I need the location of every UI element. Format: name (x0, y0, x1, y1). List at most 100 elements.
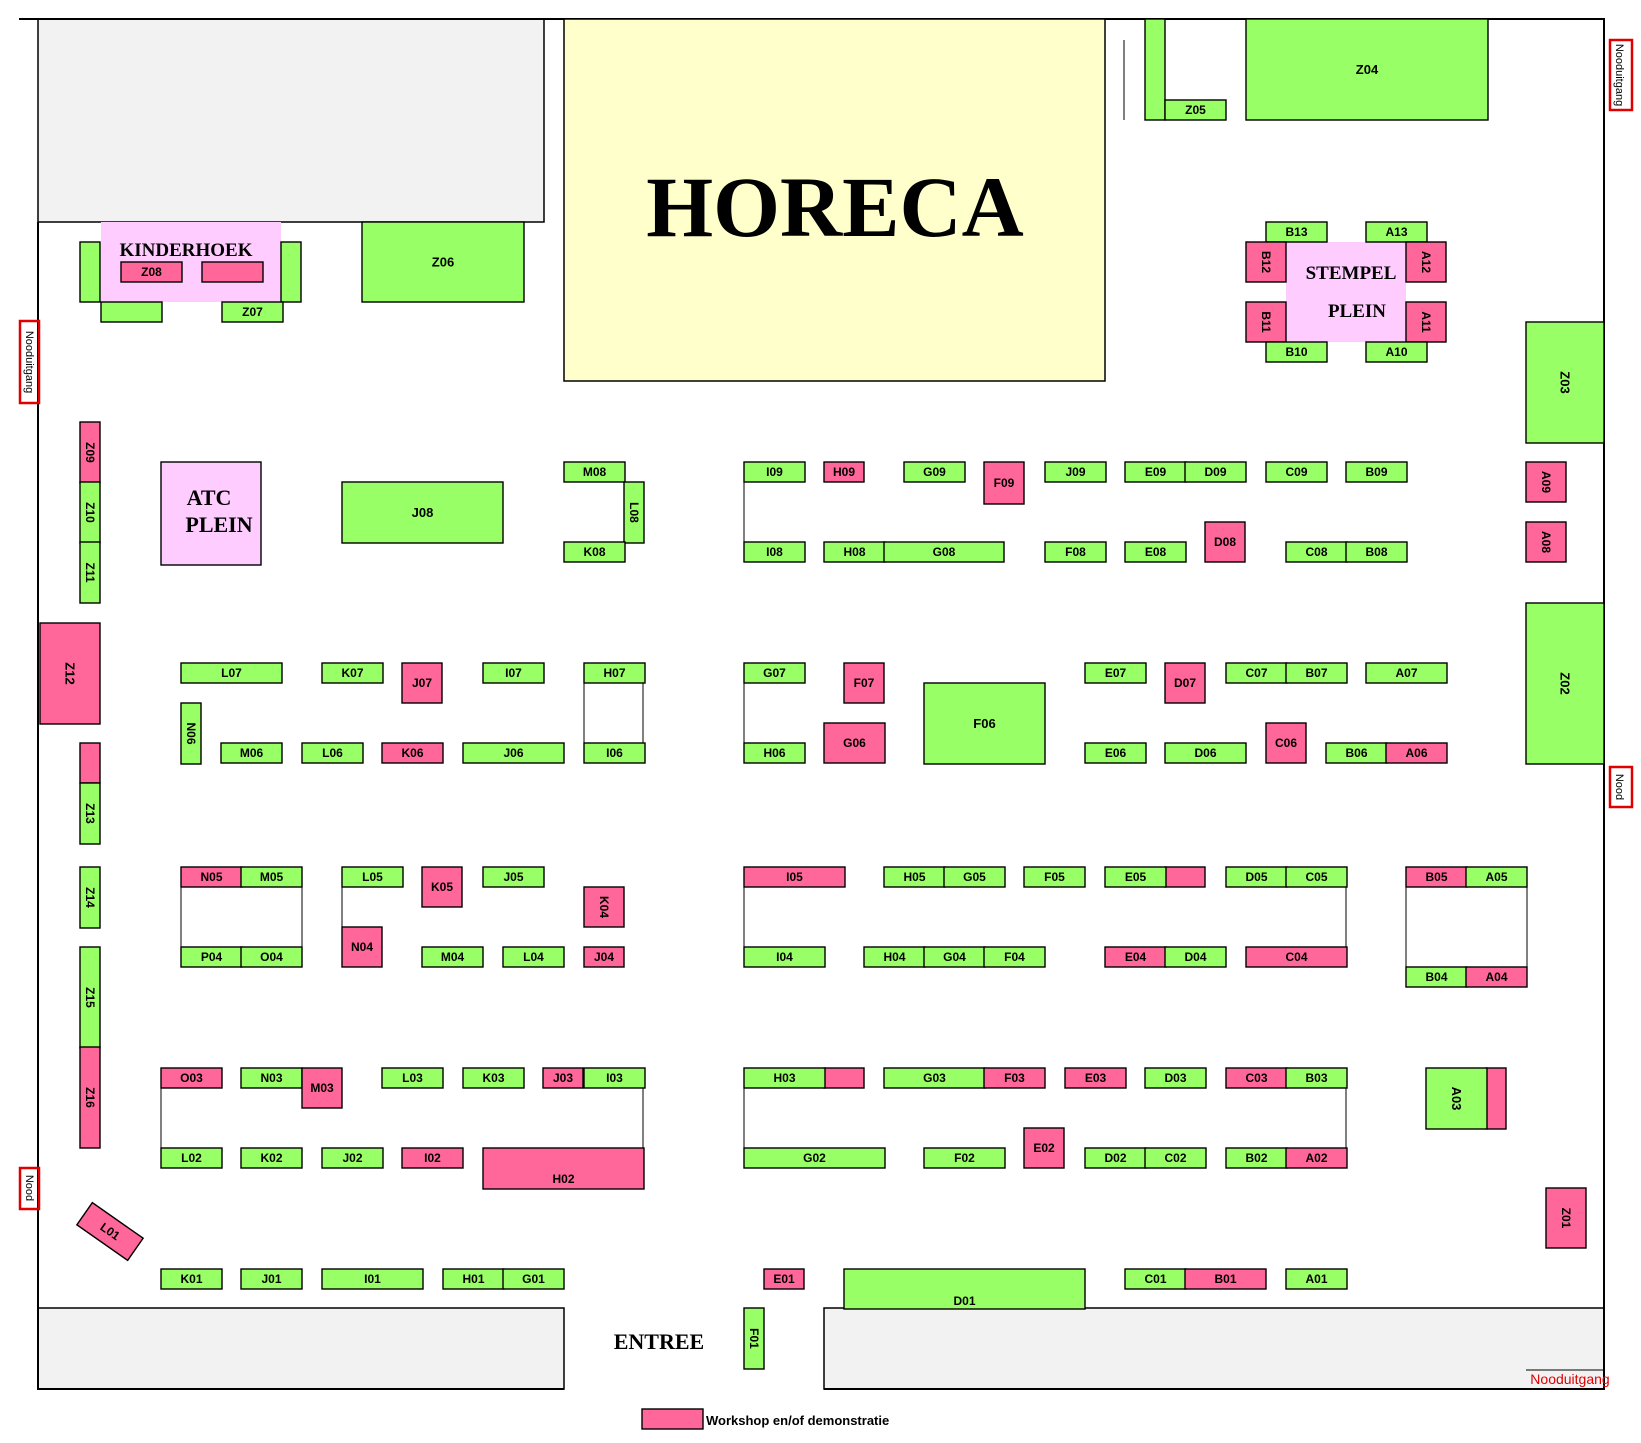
booth-j02[interactable]: J02 (321, 1147, 384, 1169)
booth-k01[interactable]: K01 (160, 1268, 223, 1290)
booth-f04[interactable]: F04 (983, 946, 1046, 968)
booth-j09[interactable]: J09 (1044, 461, 1107, 483)
booth-f06[interactable]: F06 (923, 682, 1046, 765)
booth-c05[interactable]: C05 (1285, 866, 1348, 888)
booth-l06[interactable]: L06 (301, 742, 364, 764)
booth-k03[interactable]: K03 (462, 1067, 525, 1089)
booth-c06[interactable]: C06 (1265, 722, 1307, 764)
booth-j05[interactable]: J05 (482, 866, 545, 888)
booth-z06[interactable]: Z06 (361, 221, 525, 303)
booth-k07[interactable]: K07 (321, 662, 384, 684)
booth-a06[interactable]: A06 (1385, 742, 1448, 764)
booth-m06[interactable]: M06 (220, 742, 283, 764)
booth-e06[interactable]: E06 (1084, 742, 1147, 764)
booth-c08[interactable]: C08 (1285, 541, 1348, 563)
booth-k04[interactable]: K04 (583, 886, 625, 928)
booth-n04[interactable]: N04 (341, 926, 383, 968)
booth-g03[interactable]: G03 (883, 1067, 986, 1089)
booth-k05[interactable]: K05 (421, 866, 463, 908)
booth-z02[interactable]: Z02 (1525, 602, 1605, 765)
booth-d03[interactable]: D03 (1144, 1067, 1207, 1089)
booth-i05[interactable]: I05 (743, 866, 846, 888)
booth-i01[interactable]: I01 (321, 1268, 424, 1290)
booth-d08[interactable]: D08 (1204, 521, 1246, 563)
a03-workshop-extension[interactable] (1485, 1067, 1507, 1130)
booth-e01[interactable]: E01 (763, 1268, 805, 1290)
booth-c03[interactable]: C03 (1225, 1067, 1288, 1089)
booth-b11[interactable]: B11 (1245, 301, 1287, 343)
booth-z09[interactable]: Z09 (79, 421, 101, 484)
booth-b01[interactable]: B01 (1184, 1268, 1267, 1290)
booth-z07[interactable]: Z07 (221, 301, 284, 323)
booth-d09[interactable]: D09 (1184, 461, 1247, 483)
booth-g02[interactable]: G02 (743, 1147, 886, 1169)
booth-f08[interactable]: F08 (1044, 541, 1107, 563)
emergency-exit-right-middle[interactable]: Nood (1608, 765, 1634, 809)
e05-workshop-extension[interactable] (1164, 866, 1206, 888)
booth-i06[interactable]: I06 (583, 742, 646, 764)
booth-k02[interactable]: K02 (240, 1147, 303, 1169)
booth-e09[interactable]: E09 (1124, 461, 1187, 483)
booth-i07[interactable]: I07 (482, 662, 545, 684)
booth-g05[interactable]: G05 (943, 866, 1006, 888)
booth-n05[interactable]: N05 (180, 866, 243, 888)
booth-i09[interactable]: I09 (743, 461, 806, 483)
booth-e07[interactable]: E07 (1084, 662, 1147, 684)
booth-j08[interactable]: J08 (341, 481, 504, 544)
booth-l01[interactable]: L01 (75, 1201, 145, 1262)
booth-a09[interactable]: A09 (1525, 461, 1567, 503)
emergency-exit-bottom-right[interactable]: Nooduitgang (1530, 1371, 1609, 1387)
booth-b06[interactable]: B06 (1325, 742, 1388, 764)
booth-j03[interactable]: J03 (542, 1067, 584, 1089)
booth-g08[interactable]: G08 (883, 541, 1005, 563)
booth-z10[interactable]: Z10 (79, 481, 101, 544)
booth-h02[interactable]: H02 (482, 1147, 645, 1190)
booth-d06[interactable]: D06 (1164, 742, 1247, 764)
booth-f03[interactable]: F03 (983, 1067, 1046, 1089)
booth-m03[interactable]: M03 (301, 1067, 343, 1109)
booth-i03[interactable]: I03 (583, 1067, 646, 1089)
booth-z08[interactable]: Z08 (120, 261, 183, 283)
booth-j01[interactable]: J01 (240, 1268, 303, 1290)
z05-stand-vertical[interactable] (1144, 18, 1166, 121)
booth-h05[interactable]: H05 (883, 866, 946, 888)
booth-e02[interactable]: E02 (1023, 1127, 1065, 1169)
booth-j07[interactable]: J07 (401, 662, 443, 704)
booth-d01[interactable]: D01 (843, 1268, 1086, 1310)
booth-c01[interactable]: C01 (1124, 1268, 1187, 1290)
booth-g06[interactable]: G06 (823, 722, 886, 764)
booth-a13[interactable]: A13 (1365, 221, 1428, 243)
booth-c07[interactable]: C07 (1225, 662, 1288, 684)
booth-e08[interactable]: E08 (1124, 541, 1187, 563)
booth-i08[interactable]: I08 (743, 541, 806, 563)
booth-b12[interactable]: B12 (1245, 241, 1287, 283)
booth-a02[interactable]: A02 (1285, 1147, 1348, 1169)
booth-e05[interactable]: E05 (1104, 866, 1167, 888)
booth-f02[interactable]: F02 (923, 1147, 1006, 1169)
booth-k06[interactable]: K06 (381, 742, 444, 764)
booth-b13[interactable]: B13 (1265, 221, 1328, 243)
booth-z01[interactable]: Z01 (1545, 1187, 1587, 1249)
booth-j06[interactable]: J06 (462, 742, 565, 764)
booth-b10[interactable]: B10 (1265, 341, 1328, 363)
emergency-exit-left-bottom[interactable]: Nood (18, 1166, 41, 1211)
booth-l05[interactable]: L05 (341, 866, 404, 888)
booth-b07[interactable]: B07 (1285, 662, 1348, 684)
booth-h04[interactable]: H04 (863, 946, 926, 968)
booth-a10[interactable]: A10 (1365, 341, 1428, 363)
booth-a08[interactable]: A08 (1525, 521, 1567, 563)
booth-l04[interactable]: L04 (502, 946, 565, 968)
booth-i02[interactable]: I02 (401, 1147, 464, 1169)
booth-g09[interactable]: G09 (903, 461, 966, 483)
booth-g04[interactable]: G04 (923, 946, 986, 968)
booth-o04[interactable]: O04 (240, 946, 303, 968)
booth-c02[interactable]: C02 (1144, 1147, 1207, 1169)
booth-l07[interactable]: L07 (180, 662, 283, 684)
booth-z16[interactable]: Z16 (79, 1046, 101, 1149)
booth-z13[interactable]: Z13 (79, 782, 101, 845)
booth-c09[interactable]: C09 (1265, 461, 1328, 483)
kinderhoek-stand-left[interactable] (79, 241, 101, 303)
booth-z04[interactable]: Z04 (1245, 18, 1489, 121)
booth-m04[interactable]: M04 (421, 946, 484, 968)
h03-workshop-extension[interactable] (823, 1067, 865, 1089)
